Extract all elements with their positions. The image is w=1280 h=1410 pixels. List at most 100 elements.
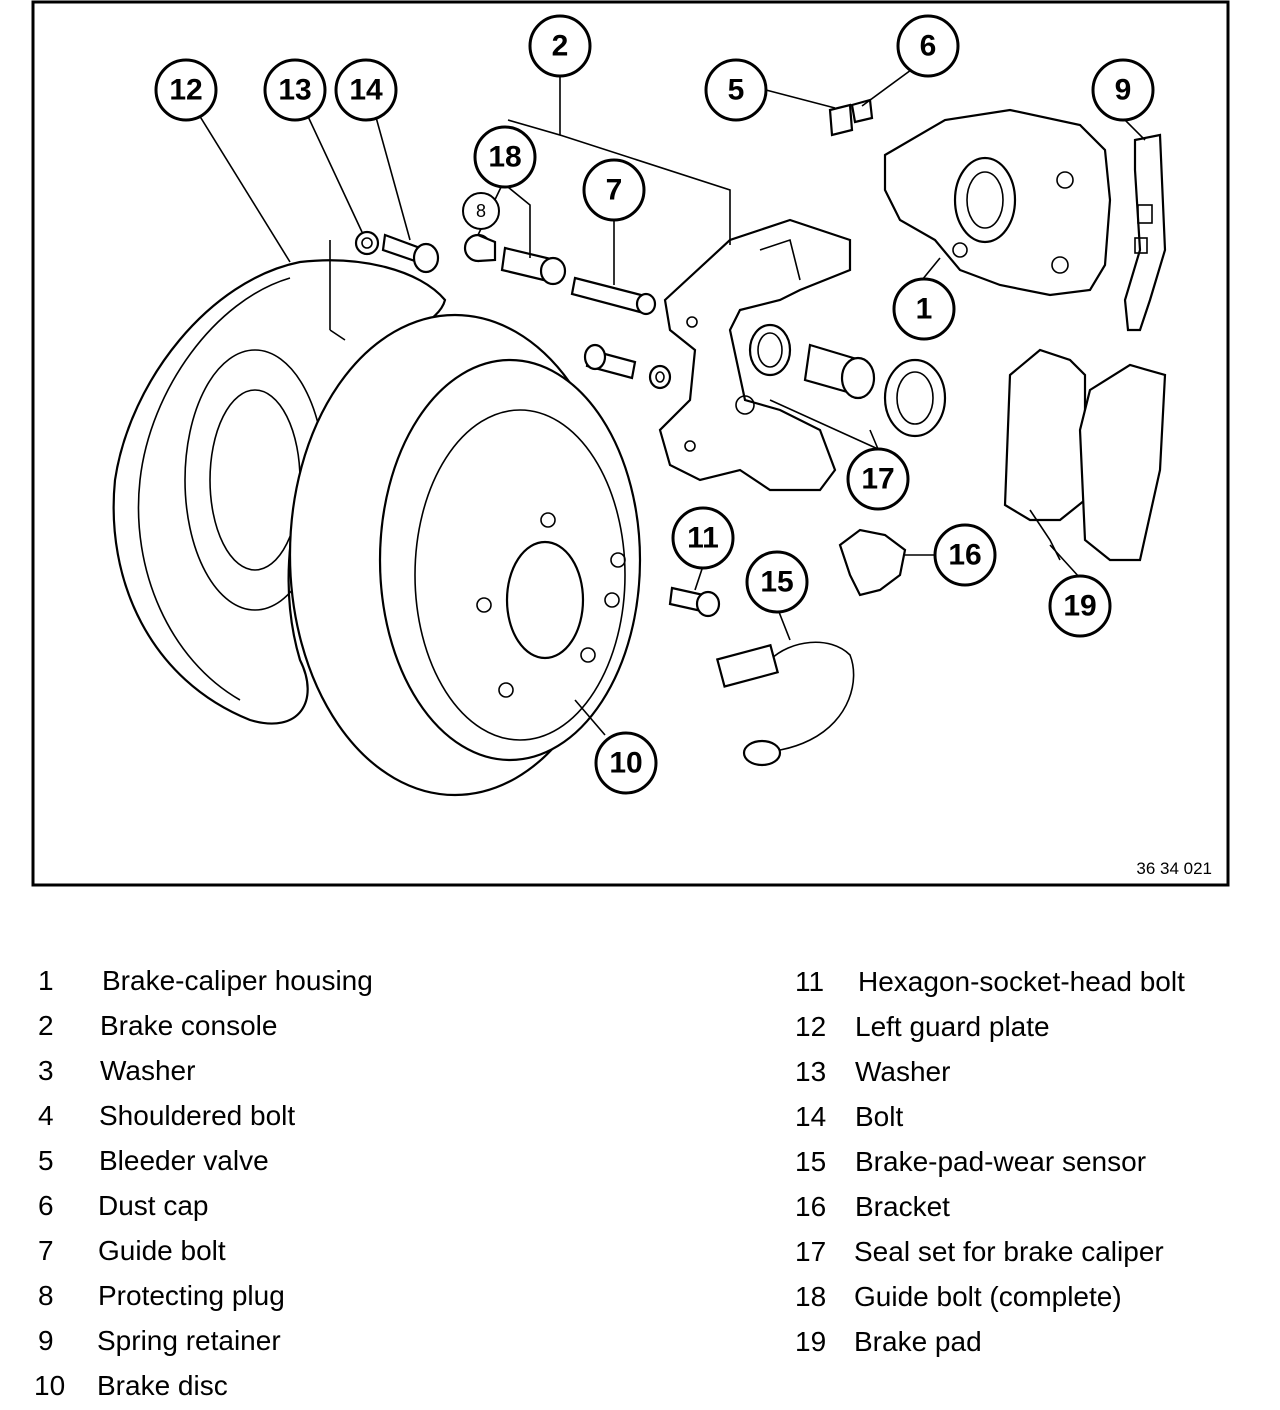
legend-item: 16 Bracket (795, 1184, 1265, 1229)
svg-text:2: 2 (552, 30, 569, 63)
protecting-plug-part (463, 233, 497, 263)
brake-console-part (658, 218, 852, 492)
guide-bolt-complete-part (500, 246, 567, 286)
legend-item: 17 Seal set for brake caliper (795, 1229, 1265, 1274)
legend-label: Left guard plate (855, 1011, 1050, 1042)
callout-18: 18 (473, 125, 537, 189)
legend-item: 3 Washer (38, 1048, 738, 1093)
brake-pads-part (1003, 348, 1167, 562)
legend-label: Brake-pad-wear sensor (855, 1146, 1147, 1177)
svg-text:17: 17 (861, 463, 894, 496)
legend-number: 3 (38, 1055, 54, 1086)
legend-label: Spring retainer (97, 1325, 281, 1356)
legend-number: 13 (795, 1056, 827, 1087)
legend-item: 12 Left guard plate (795, 1004, 1265, 1049)
callout-14: 14 (334, 58, 398, 122)
legend-number: 12 (795, 1011, 827, 1042)
diagram-frame (31, 0, 1230, 887)
legend-item: 9 Spring retainer (38, 1318, 738, 1363)
legend-number: 19 (795, 1326, 827, 1357)
legend-label: Seal set for brake caliper (854, 1236, 1164, 1267)
legend-label: Shouldered bolt (99, 1100, 296, 1131)
svg-text:18: 18 (488, 141, 521, 174)
legend-label: Washer (855, 1056, 951, 1087)
legend-number: 18 (795, 1281, 827, 1312)
bracket-part (838, 528, 907, 597)
legend-label: Bleeder valve (99, 1145, 269, 1176)
callout-1: 1 (892, 277, 956, 341)
seal-set-part (748, 323, 947, 438)
bleeder-valve-part (828, 103, 854, 137)
svg-text:13: 13 (278, 74, 311, 107)
svg-text:14: 14 (349, 74, 383, 107)
legend-label: Guide bolt (complete) (854, 1281, 1122, 1312)
legend-label: Brake-caliper housing (102, 965, 373, 996)
reference-code: 36 34 021 (1136, 859, 1212, 878)
legend-number: 5 (38, 1145, 54, 1176)
legend-item: 1 Brake-caliper housing (38, 958, 738, 1003)
leader-lines (195, 69, 1146, 736)
shouldered-bolt-part (583, 343, 637, 380)
bolt-14-part (381, 233, 440, 274)
svg-text:5: 5 (728, 74, 745, 107)
callout-6: 6 (896, 14, 960, 78)
svg-text:16: 16 (948, 539, 981, 572)
svg-text:9: 9 (1115, 74, 1132, 107)
legend-number: 15 (795, 1146, 827, 1177)
svg-text:8: 8 (476, 201, 486, 221)
callout-11: 11 (671, 506, 735, 570)
legend-label: Hexagon-socket-head bolt (858, 966, 1185, 997)
brake-disc-part (288, 313, 642, 797)
legend-number: 1 (38, 965, 54, 996)
legend-number: 4 (38, 1100, 54, 1131)
callout-10: 10 (594, 731, 658, 795)
callout-16: 16 (933, 523, 997, 587)
legend-number: 7 (38, 1235, 54, 1266)
legend-label: Washer (100, 1055, 196, 1086)
legend-label: Guide bolt (98, 1235, 226, 1266)
guide-bolt-part (570, 276, 657, 316)
callout-13: 13 (263, 58, 327, 122)
legend-right: 11 Hexagon-socket-head bolt 12 Left guard … (795, 959, 1265, 1364)
hex-bolt-part (668, 586, 721, 618)
callout-5: 5 (704, 58, 768, 122)
legend-number: 16 (795, 1191, 827, 1222)
washer-13-part (354, 230, 380, 256)
svg-text:1: 1 (916, 293, 933, 326)
legend-item: 18 Guide bolt (complete) (795, 1274, 1265, 1319)
callout-8: 8 (462, 192, 500, 230)
legend-number: 17 (795, 1236, 827, 1267)
legend-number: 9 (38, 1325, 54, 1356)
svg-text:6: 6 (920, 30, 937, 63)
callout-19: 19 (1048, 574, 1112, 638)
legend-label: Dust cap (98, 1190, 209, 1221)
legend-item: 15 Brake-pad-wear sensor (795, 1139, 1265, 1184)
legend-item: 10 Brake disc (34, 1363, 738, 1408)
dust-cap-part (850, 98, 874, 124)
caliper-housing-part (883, 108, 1112, 297)
legend-item: 11 Hexagon-socket-head bolt (795, 959, 1265, 1004)
svg-text:15: 15 (760, 566, 793, 599)
svg-text:10: 10 (609, 747, 642, 780)
legend-label: Brake disc (97, 1370, 228, 1401)
legend-number: 14 (795, 1101, 827, 1132)
legend-item: 4 Shouldered bolt (38, 1093, 738, 1138)
spring-retainer-part (1123, 133, 1167, 332)
legend-number: 10 (34, 1370, 66, 1401)
callout-15: 15 (745, 550, 809, 614)
svg-text:7: 7 (606, 174, 623, 207)
wear-sensor-part (715, 641, 855, 767)
washer-3-part (648, 364, 672, 390)
legend-label: Bracket (855, 1191, 950, 1222)
callout-9: 9 (1091, 58, 1155, 122)
legend-number: 2 (38, 1010, 54, 1041)
legend-number: 11 (795, 966, 825, 997)
legend-item: 5 Bleeder valve (38, 1138, 738, 1183)
callout-2: 2 (528, 14, 592, 78)
